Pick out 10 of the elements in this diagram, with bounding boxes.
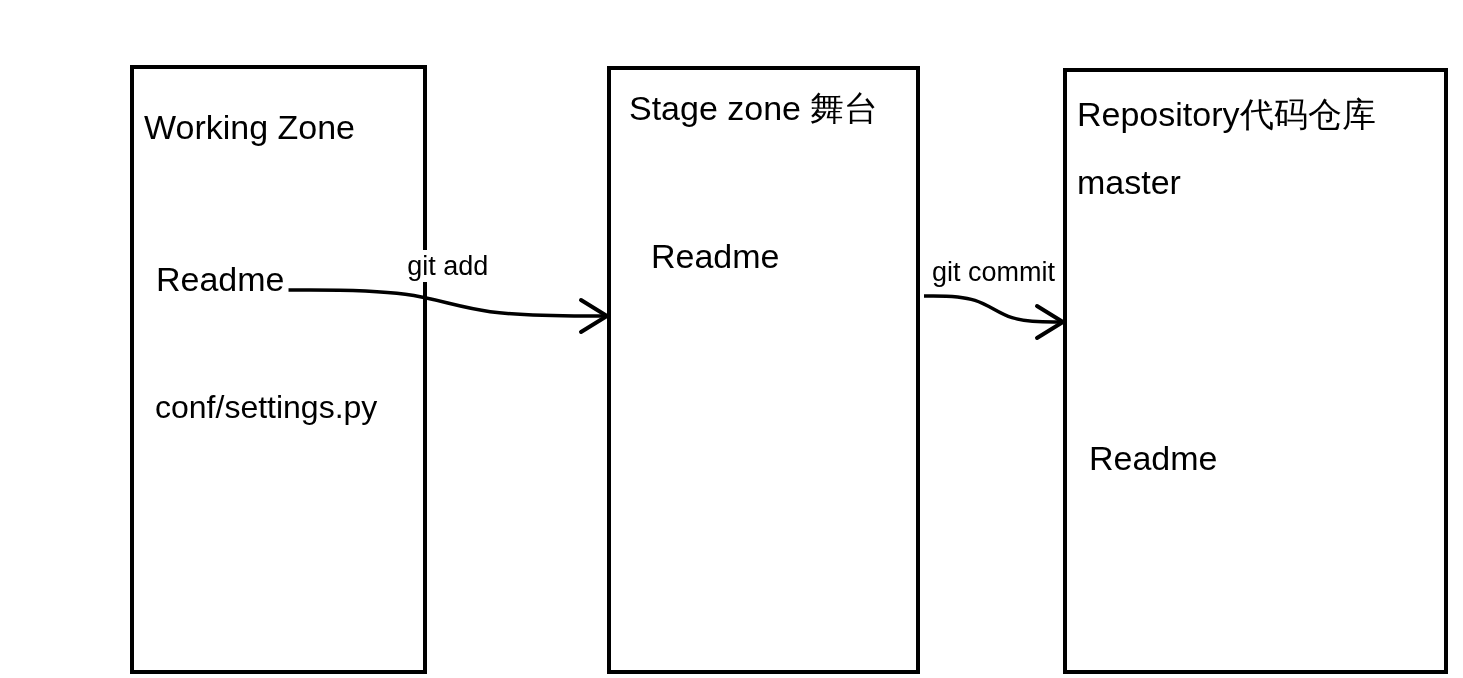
file-name: Readme <box>156 259 285 300</box>
branch-name: master <box>1077 162 1181 203</box>
zone-heading: Working Zone <box>144 107 356 148</box>
file-name: conf/settings.py <box>154 388 379 427</box>
file-name: Readme <box>1089 438 1218 479</box>
zone-heading: Stage zone 舞台 <box>629 88 879 129</box>
file-name: Readme <box>651 236 780 277</box>
zone-box <box>1063 68 1448 674</box>
zone-box <box>607 66 920 674</box>
zone-heading: Repository代码仓库 <box>1077 94 1376 135</box>
